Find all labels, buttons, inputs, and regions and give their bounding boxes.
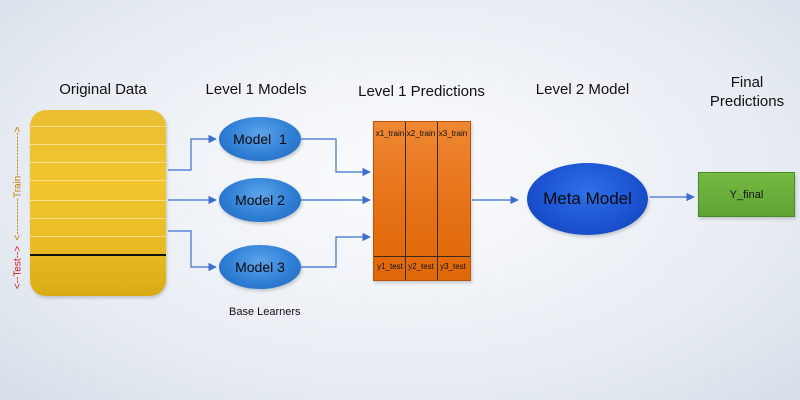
heading-final-predictions-line1: Final: [730, 74, 764, 91]
model-2-node: Model 2: [219, 178, 301, 222]
pred-test-label-2: y2_test: [408, 262, 434, 271]
meta-model-label: Meta Model: [543, 189, 632, 208]
data-row-line: [30, 144, 166, 145]
model-1-label: Model 1: [233, 131, 287, 147]
pred-train-label-2: x2_train: [406, 129, 436, 138]
data-row-line: [30, 126, 166, 127]
original-data-block: [30, 110, 166, 296]
final-output-label: Y_final: [729, 188, 764, 201]
heading-level1-models: Level 1 Models: [205, 81, 307, 98]
matrix-test-divider: [374, 256, 470, 257]
pred-test-label-3: y3_test: [440, 262, 466, 271]
test-side-label: <--Test-->: [12, 245, 24, 290]
arrow-model-1-to-predictions: [301, 138, 371, 177]
heading-level1-predictions: Level 1 Predictions: [358, 83, 485, 100]
data-row-line: [30, 162, 166, 163]
model-2-label: Model 2: [235, 192, 285, 208]
pred-test-label-1: y1_test: [377, 262, 403, 271]
final-output-box: Y_final: [698, 172, 795, 217]
model-3-node: Model 3: [219, 245, 301, 289]
matrix-column-divider: [437, 122, 438, 280]
arrow-data-to-model-3: [168, 230, 217, 272]
pred-train-label-1: x1_train: [375, 129, 405, 138]
data-row-line: [30, 180, 166, 181]
pred-train-label-3: x3_train: [438, 129, 468, 138]
arrow-data-to-model-1: [168, 134, 217, 171]
arrow-model-3-to-predictions: [301, 232, 371, 268]
heading-level2-model: Level 2 Model: [535, 81, 630, 98]
matrix-column-divider: [405, 122, 406, 280]
model-3-label: Model 3: [235, 259, 285, 275]
train-side-label: <-----------Train------------->: [12, 126, 24, 241]
heading-original-data: Original Data: [59, 81, 147, 98]
data-row-line: [30, 218, 166, 219]
train-test-split-line: [30, 254, 166, 256]
base-learners-caption: Base Learners: [229, 306, 301, 318]
heading-final-predictions-line2: Predictions: [709, 93, 785, 110]
data-row-line: [30, 236, 166, 237]
model-1-node: Model 1: [219, 117, 301, 161]
meta-model-node: Meta Model: [527, 163, 648, 235]
data-row-line: [30, 200, 166, 201]
level1-predictions-matrix: x1_train x2_train x3_train y1_test y2_te…: [373, 121, 471, 281]
